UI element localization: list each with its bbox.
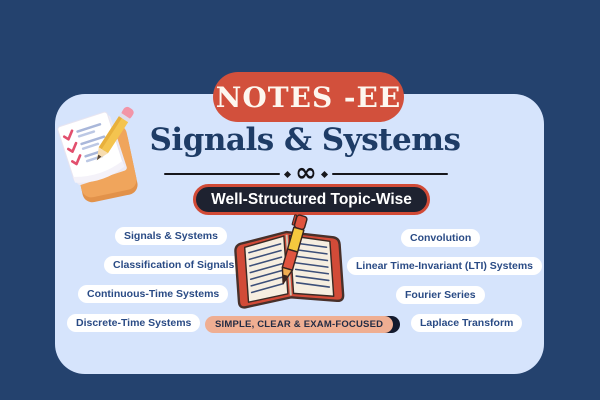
notes-ee-badge-label: NOTES -EE (215, 80, 402, 114)
topic-pill-convolution: Convolution (401, 229, 481, 247)
subtitle-pill: Well-Structured Topic-Wise (193, 184, 430, 215)
topic-pill-classification-of-signals: Classification of Signals (104, 256, 244, 274)
ornamental-divider: ∞ (164, 157, 449, 188)
footer-tagline-label: SIMPLE, CLEAR & EXAM-FOCUSED (205, 316, 394, 333)
footer-tagline: SIMPLE, CLEAR & EXAM-FOCUSED (205, 316, 401, 333)
open-notebook-with-pen-icon (234, 214, 345, 309)
topic-pill-discrete-time-systems: Discrete-Time Systems (67, 314, 201, 332)
topic-pill-continuous-time-systems: Continuous-Time Systems (78, 285, 229, 303)
topic-pill-lti-systems: Linear Time-Invariant (LTI) Systems (347, 257, 542, 275)
subtitle-pill-label: Well-Structured Topic-Wise (211, 190, 412, 208)
divider-line-right (331, 173, 449, 175)
diamond-icon (284, 170, 292, 178)
topic-pill-fourier-series: Fourier Series (396, 286, 485, 304)
checklist-clipboard-pencil-icon (57, 106, 138, 203)
topic-pill-signals-systems: Signals & Systems (115, 227, 227, 245)
topic-pill-laplace-transform: Laplace Transform (411, 314, 523, 332)
divider-line-left (164, 173, 281, 175)
diamond-icon (320, 170, 328, 178)
notes-ee-badge: NOTES -EE (213, 72, 404, 122)
page-title: Signals & Systems (149, 122, 461, 158)
infinity-icon: ∞ (295, 157, 317, 188)
